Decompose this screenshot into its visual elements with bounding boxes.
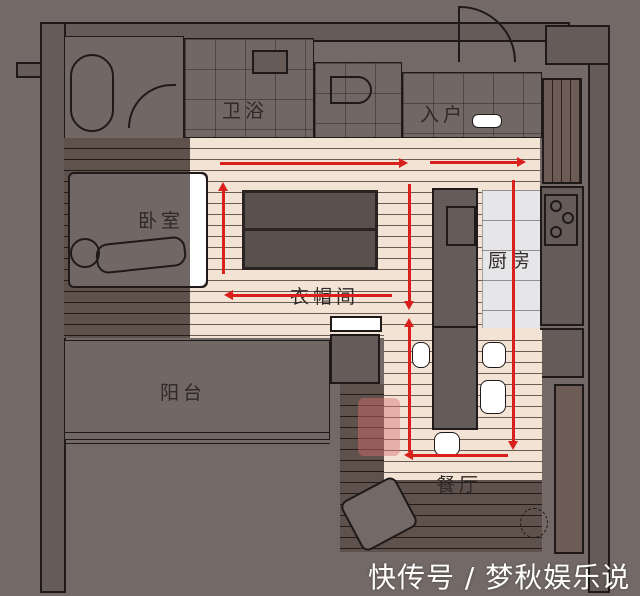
toilet-icon <box>330 76 372 104</box>
sink-icon <box>252 50 288 74</box>
dining-chair-icon <box>434 432 460 456</box>
slippers-icon <box>472 114 502 128</box>
fridge-cabinet <box>540 328 584 378</box>
kitchen-label: 厨房 <box>488 250 535 272</box>
bedroom-label: 卧室 <box>138 210 185 232</box>
bathtub-icon <box>70 54 114 132</box>
sink-basin-icon <box>446 206 476 246</box>
dining-chair-icon <box>482 342 506 368</box>
bed-sheet <box>190 174 206 286</box>
balcony-label: 阳台 <box>160 382 207 404</box>
circulation-arrow-icon <box>508 330 518 450</box>
front-door-icon <box>458 6 516 62</box>
outer-wall-right-top <box>545 25 610 65</box>
dining-chair-icon <box>480 380 506 414</box>
cooktop-icon <box>544 194 578 246</box>
circulation-arrow-icon <box>404 450 508 460</box>
entrance-label: 入户 <box>420 104 467 126</box>
watermark-text: 快传号 / 梦秋娱乐说 <box>368 561 631 594</box>
bathroom-label: 卫浴 <box>222 100 269 122</box>
sleeping-person-icon <box>70 238 100 268</box>
circulation-arrow-icon <box>218 182 228 274</box>
closet-label: 衣帽间 <box>290 286 360 308</box>
dining-chair-icon <box>412 342 430 368</box>
dining-table <box>432 326 478 430</box>
wardrobe-shelf <box>245 228 375 231</box>
shoe-cabinet <box>542 78 582 184</box>
outer-wall-left <box>40 22 66 593</box>
circulation-arrow-icon <box>404 318 414 452</box>
balcony <box>64 340 330 440</box>
circulation-arrow-icon <box>224 290 392 300</box>
circulation-arrow-icon <box>430 157 526 167</box>
entrance <box>402 72 542 138</box>
bed-icon <box>68 172 208 288</box>
circulation-arrow-icon <box>512 180 515 440</box>
circulation-arrow-icon <box>404 184 414 310</box>
burner-icon <box>550 200 562 212</box>
kitchen-island <box>432 188 478 330</box>
bathroom <box>184 38 314 138</box>
plant-icon <box>520 508 548 538</box>
burner-icon <box>550 226 562 238</box>
circulation-arrow-icon <box>220 158 408 168</box>
window-sill <box>330 316 382 332</box>
dining-side-cabinet <box>554 384 584 554</box>
logo-stamp <box>358 398 400 456</box>
kitchen-floor <box>482 190 540 328</box>
burner-icon <box>562 212 574 224</box>
outer-wall-right <box>588 62 610 593</box>
utility-block <box>330 334 380 384</box>
balcony-rail <box>64 432 330 444</box>
dining-label: 餐厅 <box>436 474 483 496</box>
